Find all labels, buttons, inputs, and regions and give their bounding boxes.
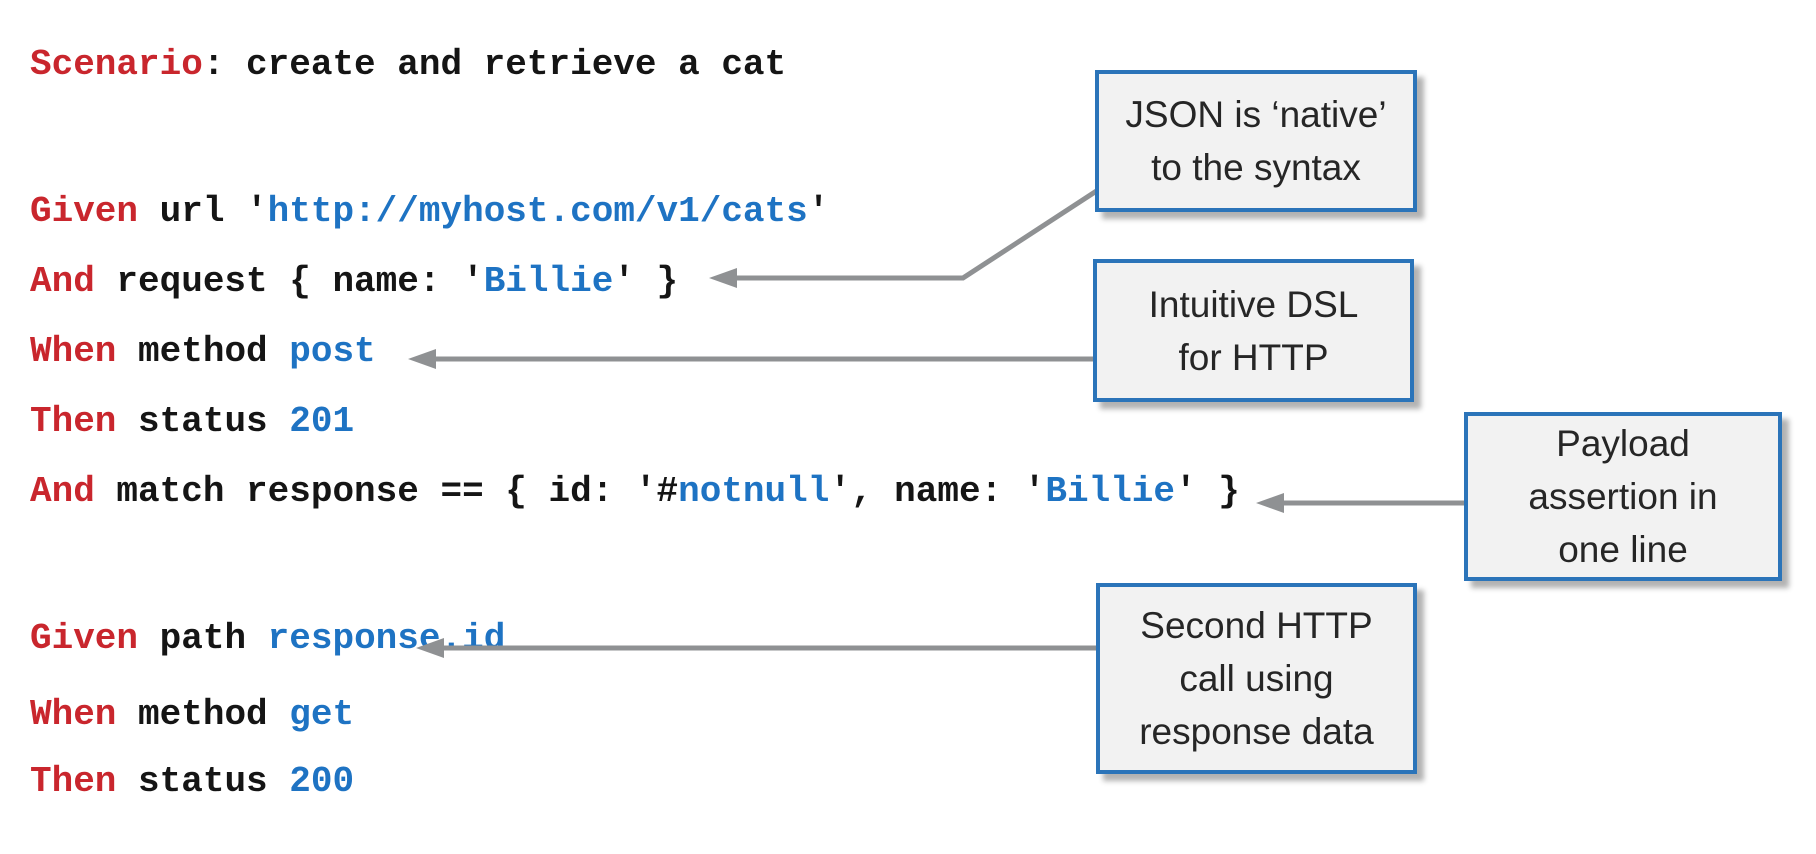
code-token: notnull xyxy=(678,471,830,512)
code-token: path xyxy=(138,618,268,659)
code-token: When xyxy=(30,694,117,735)
code-line-and-request: And request { name: 'Billie' } xyxy=(30,260,678,304)
code-token: post xyxy=(289,331,376,372)
callout-json-native: JSON is ‘native’ to the syntax xyxy=(1095,70,1417,212)
code-line-given-url: Given url 'http://myhost.com/v1/cats' xyxy=(30,190,829,234)
code-token: ' } xyxy=(613,261,679,302)
code-token: ' } xyxy=(1175,471,1240,512)
callout-text: Payload assertion in one line xyxy=(1528,423,1718,570)
code-token-url: http://myhost.com/v1/cats xyxy=(267,191,808,232)
code-line-given-path: Given path response.id xyxy=(30,617,505,661)
code-token: Billie xyxy=(1045,471,1176,512)
code-token: And xyxy=(30,471,95,512)
callout-intuitive-dsl: Intuitive DSL for HTTP xyxy=(1093,259,1414,402)
code-token: request { name: ' xyxy=(94,261,484,302)
code-token: When xyxy=(30,331,117,372)
code-token: get xyxy=(289,694,355,735)
callout-second-call: Second HTTP call using response data xyxy=(1096,583,1417,774)
code-token: method xyxy=(116,331,290,372)
code-token: 200 xyxy=(289,761,355,802)
code-token: 201 xyxy=(289,401,355,442)
code-line-when-get: When method get xyxy=(30,693,354,737)
code-token: method xyxy=(116,694,290,735)
code-line-scenario: Scenario: create and retrieve a cat xyxy=(30,43,786,87)
code-token: url ' xyxy=(138,191,268,232)
code-line-then-201: Then status 201 xyxy=(30,400,354,444)
callout-text: Second HTTP call using response data xyxy=(1139,605,1374,752)
code-token: ' xyxy=(807,191,830,232)
arrow-second-call xyxy=(416,638,1098,658)
code-token: status xyxy=(116,761,290,802)
code-token: Given xyxy=(30,618,139,659)
arrow-payload-assertion xyxy=(1256,493,1466,513)
code-token: Scenario xyxy=(30,44,203,85)
code-line-then-200: Then status 200 xyxy=(30,760,354,804)
code-token: match response == { id: '# xyxy=(94,471,679,512)
code-token: And xyxy=(30,261,95,302)
code-token: status xyxy=(116,401,290,442)
callout-payload-assertion: Payload assertion in one line xyxy=(1464,412,1782,581)
code-line-when-post: When method post xyxy=(30,330,376,374)
code-token: : create and retrieve a cat xyxy=(202,44,787,85)
code-token: response.id xyxy=(267,618,506,659)
code-token: Given xyxy=(30,191,139,232)
callout-text: Intuitive DSL for HTTP xyxy=(1148,283,1359,378)
code-token: Billie xyxy=(483,261,614,302)
callout-text: JSON is ‘native’ to the syntax xyxy=(1125,94,1387,188)
arrow-intuitive-dsl xyxy=(408,349,1095,369)
code-token: Then xyxy=(30,761,117,802)
code-token: Then xyxy=(30,401,117,442)
code-line-and-match: And match response == { id: '#notnull', … xyxy=(30,470,1240,514)
code-token: ', name: ' xyxy=(829,471,1046,512)
